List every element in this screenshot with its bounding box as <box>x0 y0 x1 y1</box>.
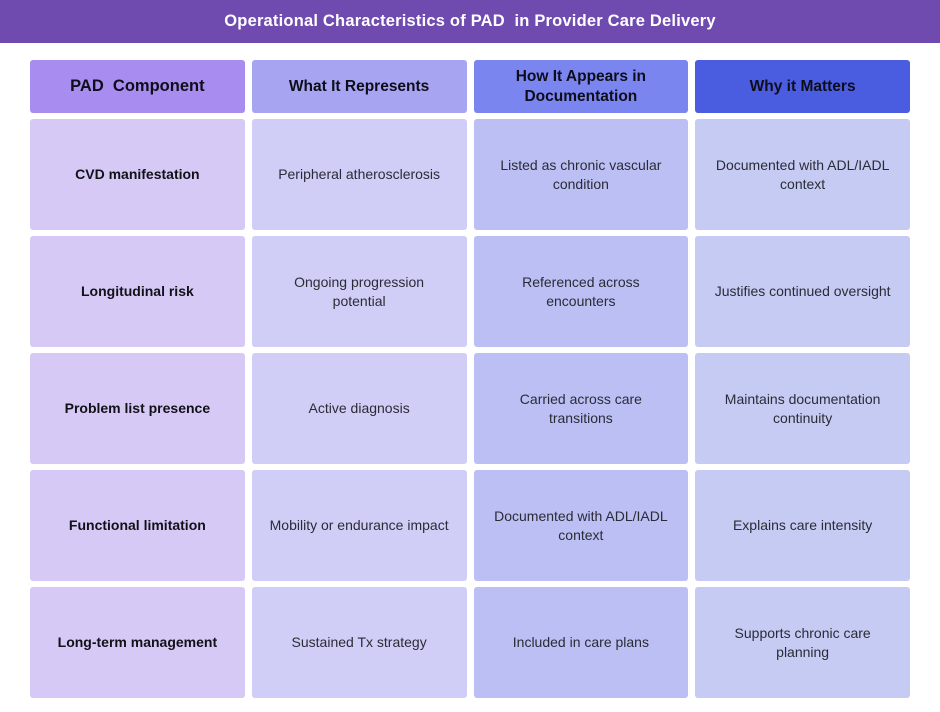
cell-documentation-row3: Carried across care transitions <box>473 353 689 464</box>
cell-represents-row4: Mobility or endurance impact <box>251 470 467 581</box>
cell-represents-row2: Ongoing progression potential <box>251 236 467 347</box>
cell-documentation-row1: Listed as chronic vascular condition <box>473 119 689 230</box>
cell-component-functional-limitation: Functional limitation <box>30 470 245 581</box>
cell-matters-row5: Supports chronic care planning <box>695 587 910 698</box>
cell-component-longitudinal-risk: Longitudinal risk <box>30 236 245 347</box>
column-header-why-it-matters: Why it Matters <box>695 60 910 113</box>
title-bar: Operational Characteristics of PAD in Pr… <box>0 0 940 43</box>
column-header-how-it-appears: How It Appears in Documentation <box>473 60 689 113</box>
cell-represents-row1: Peripheral atherosclerosis <box>251 119 467 230</box>
cell-component-cvd-manifestation: CVD manifestation <box>30 119 245 230</box>
page-title: Operational Characteristics of PAD in Pr… <box>224 12 716 30</box>
column-header-pad-component: PAD Component <box>30 60 245 113</box>
cell-matters-row3: Maintains documentation continuity <box>695 353 910 464</box>
cell-documentation-row4: Documented with ADL/IADL context <box>473 470 689 581</box>
cell-documentation-row5: Included in care plans <box>473 587 689 698</box>
cell-matters-row1: Documented with ADL/IADL context <box>695 119 910 230</box>
pad-characteristics-table: PAD Component What It Represents How It … <box>30 60 910 698</box>
cell-component-long-term-management: Long-term management <box>30 587 245 698</box>
cell-documentation-row2: Referenced across encounters <box>473 236 689 347</box>
column-header-what-it-represents: What It Represents <box>251 60 467 113</box>
cell-represents-row5: Sustained Tx strategy <box>251 587 467 698</box>
table-grid: PAD Component What It Represents How It … <box>30 60 910 698</box>
cell-matters-row2: Justifies continued oversight <box>695 236 910 347</box>
cell-represents-row3: Active diagnosis <box>251 353 467 464</box>
cell-component-problem-list-presence: Problem list presence <box>30 353 245 464</box>
cell-matters-row4: Explains care intensity <box>695 470 910 581</box>
